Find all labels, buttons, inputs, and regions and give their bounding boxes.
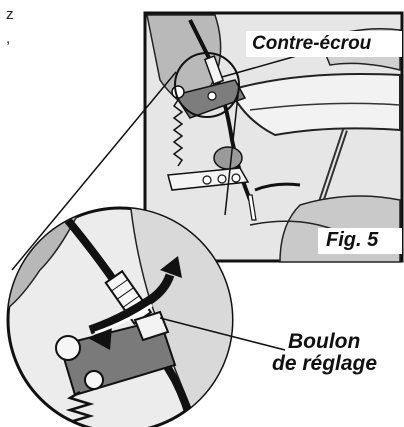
zoom-connector-right: [224, 94, 239, 216]
stray-text-z: z: [6, 6, 14, 23]
lock-nut-label-box: [246, 31, 402, 57]
adjust-bolt-label-line1: Boulon: [288, 330, 361, 353]
figure-number-label: Fig. 5: [326, 229, 379, 251]
zoom-connector-left: [11, 71, 177, 271]
stray-text-comma: ,: [6, 30, 11, 47]
magnified-detail: [6, 206, 234, 427]
lock-nut-leader: [221, 54, 301, 78]
figure-label-box: [318, 228, 402, 254]
adjust-bolt-label-line2: de réglage: [272, 352, 378, 375]
lock-nut-label: Contre-écrou: [252, 33, 372, 54]
adjust-bolt-leader: [159, 317, 286, 351]
